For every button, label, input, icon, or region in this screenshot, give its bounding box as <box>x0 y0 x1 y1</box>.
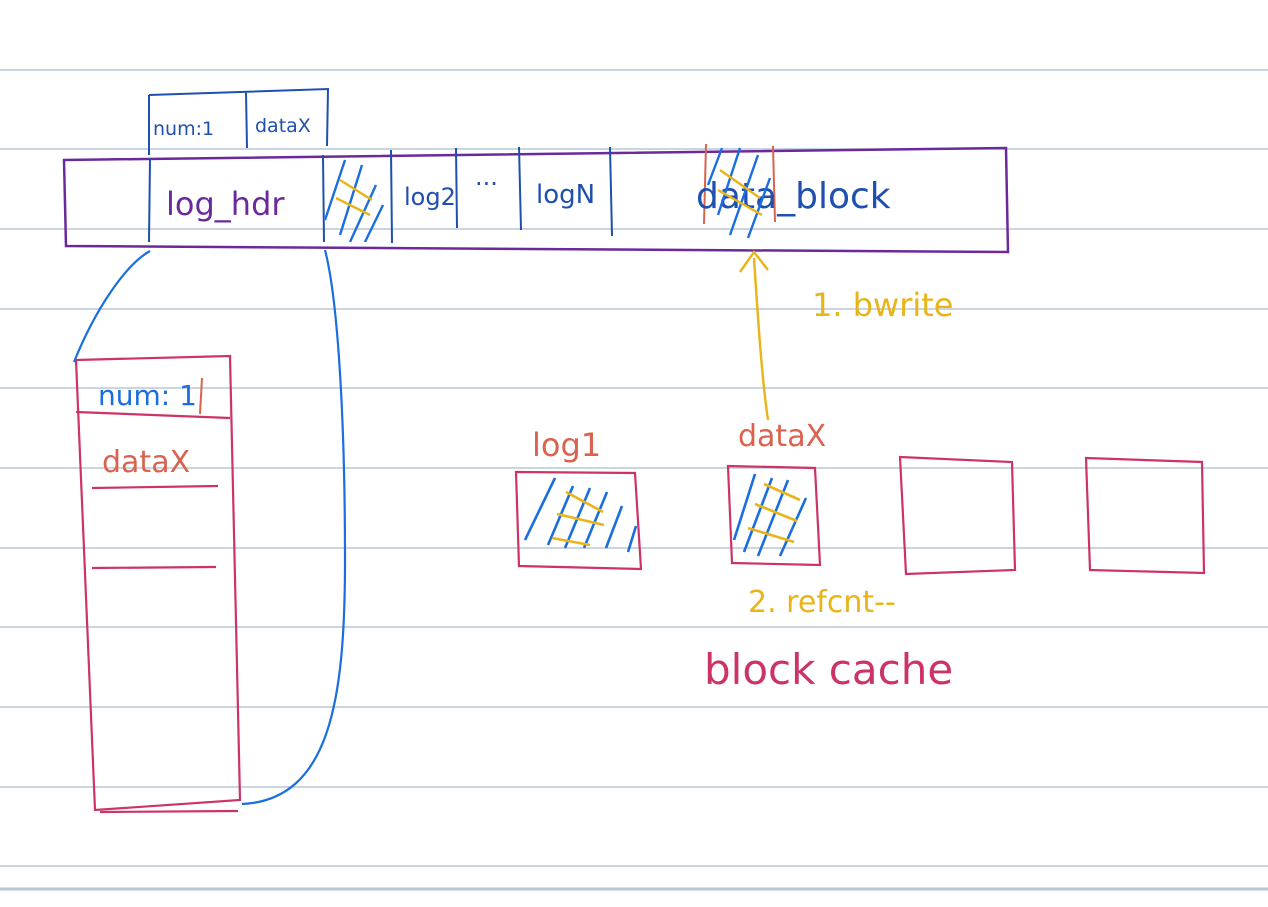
log2-label: log2 <box>404 183 456 211</box>
logN-label: logN <box>536 180 595 210</box>
cache-label-log1: log1 <box>532 426 601 464</box>
cache-slot-datax <box>726 464 822 567</box>
block-cache: log1 dataX <box>514 419 1206 694</box>
refcnt-label: 2. refcnt-- <box>748 585 896 620</box>
detail-entry: dataX <box>102 445 190 480</box>
bwrite-label: 1. bwrite <box>812 286 953 324</box>
data-cell-hatch <box>706 147 772 239</box>
header-tag-data: dataX <box>255 115 311 137</box>
block-cache-title: block cache <box>704 645 953 694</box>
cache-slot-empty-2 <box>1084 456 1206 575</box>
header-detail-column: num: 1 dataX <box>74 354 242 814</box>
ellipsis-label: ··· <box>475 170 498 198</box>
cache-slot-empty-1 <box>898 455 1017 576</box>
log-hdr-label: log_hdr <box>166 185 285 223</box>
ruled-lines <box>0 69 1268 891</box>
hdr-cell-hatch <box>325 159 385 242</box>
hdr-connectors <box>72 249 347 806</box>
disk-log-strip: log_hdr log2 ··· logN data_block <box>62 143 1010 254</box>
detail-num: num: 1 <box>98 379 197 412</box>
header-tag-box: num:1 dataX <box>148 87 330 155</box>
header-tag-num: num:1 <box>153 118 214 140</box>
cache-label-datax: dataX <box>738 419 826 454</box>
bwrite-arrow <box>739 249 770 421</box>
cache-slot-log1 <box>514 470 643 571</box>
